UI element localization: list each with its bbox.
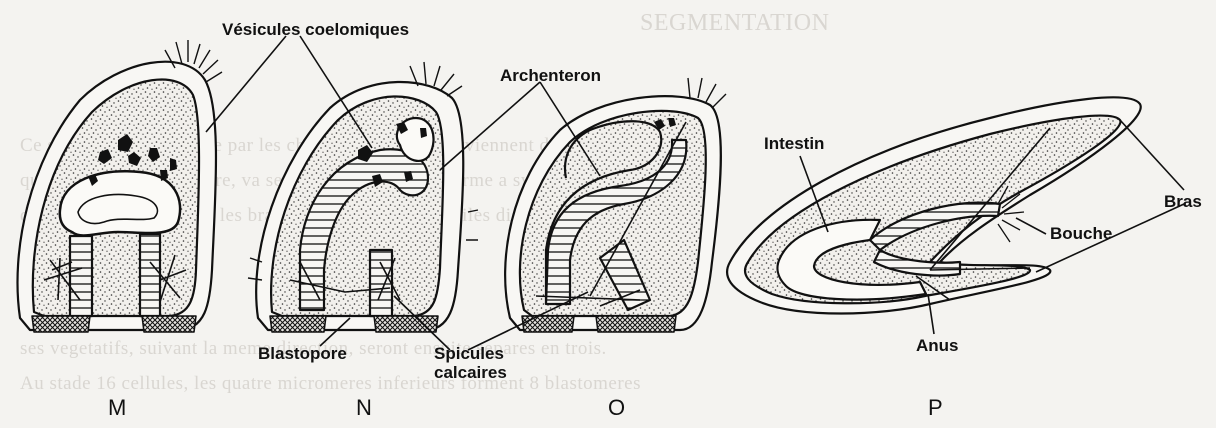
label-archenteron: Archenteron xyxy=(500,66,601,85)
larva-m-gut-wall-left xyxy=(70,236,92,316)
larva-m-gut-wall-right xyxy=(140,234,160,316)
label-spicules-calcaires: Spicules calcaires xyxy=(434,344,507,382)
larva-m xyxy=(18,40,223,332)
label-anus: Anus xyxy=(916,336,959,355)
stage-label-m: M xyxy=(108,398,126,417)
label-intestin: Intestin xyxy=(764,134,824,153)
leader-vesicules-m xyxy=(206,36,286,132)
leader-bouche xyxy=(1016,218,1046,234)
larva-o-basal-pad-right xyxy=(596,316,676,332)
label-bouche: Bouche xyxy=(1050,224,1112,243)
larva-n xyxy=(248,62,478,332)
stage-label-p: P xyxy=(928,398,943,417)
label-spicules-line1: Spicules xyxy=(434,344,507,363)
leader-bras-upper xyxy=(1120,120,1184,190)
label-vesicules-coelomiques: Vésicules coelomiques xyxy=(222,20,409,39)
stage-label-n: N xyxy=(356,398,372,417)
larva-m-basal-pad-left xyxy=(32,316,90,332)
larva-o xyxy=(505,78,726,332)
label-spicules-line2: calcaires xyxy=(434,363,507,382)
larva-m-basal-pad-right xyxy=(142,316,196,332)
larva-n-gut-right xyxy=(370,250,392,316)
larva-n-basal-pad-left xyxy=(270,316,326,332)
label-bras: Bras xyxy=(1164,192,1202,211)
label-blastopore: Blastopore xyxy=(258,344,347,363)
larva-o-basal-pad-left xyxy=(522,316,574,332)
larva-p xyxy=(727,97,1141,313)
stage-label-o: O xyxy=(608,398,625,417)
